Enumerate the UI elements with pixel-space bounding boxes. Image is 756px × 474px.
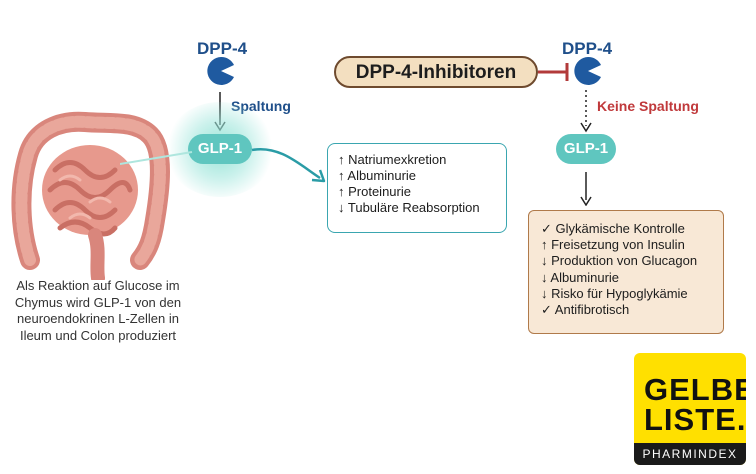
logo-line1: GELBE [644, 372, 746, 407]
logo-subline: PHARMINDEX [634, 443, 746, 465]
caption-line: Chymus wird GLP-1 von den [14, 294, 182, 310]
caption-line: neuroendokrinen L-Zellen in [17, 311, 179, 326]
renal-effects-box: ↑ Natriumexkretion ↑ Albuminurie ↑ Prote… [327, 143, 507, 233]
caption-line: Als Reaktion auf Glucose im [16, 278, 180, 293]
intestine-caption: Als Reaktion auf Glucose im Chymus wird … [0, 278, 196, 344]
benefit-item: ↓ Produktion von Glucagon [541, 253, 698, 269]
no-cleavage-label: Keine Spaltung [597, 98, 699, 114]
benefit-item: ↓ Albuminurie [541, 269, 620, 285]
benefit-item: ✓ Antifibrotisch [541, 302, 630, 318]
inhibition-bar [538, 63, 569, 81]
dpp4-inhibitors-label: DPP-4-Inhibitoren [334, 56, 538, 88]
effect-item: ↑ Natriumexkretion [338, 152, 447, 167]
glp1-to-effects-arrow [251, 147, 326, 183]
clinical-benefits-box: ✓ Glykämische Kontrolle ↑ Freisetzung vo… [528, 210, 724, 334]
benefit-item: ↑ Freisetzung von Insulin [541, 237, 685, 253]
right-dotted-arrow [580, 90, 592, 133]
benefit-item: ↓ Risko für Hypoglykämie [541, 285, 688, 301]
right-down-arrow [580, 172, 592, 206]
logo-line2: LISTE. [644, 402, 746, 437]
right-glp1-pill: GLP-1 [556, 134, 616, 164]
rectum-shape [88, 228, 105, 280]
intestine-to-glp1-line [120, 151, 193, 165]
gelbe-liste-logo: GELBE LISTE. PHARMINDEX [634, 353, 746, 465]
left-glp1-pill: GLP-1 [188, 134, 252, 164]
intestine-illustration [11, 111, 170, 280]
left-dpp4-label: DPP-4 [197, 39, 248, 58]
left-dpp4-enzyme-icon [207, 56, 234, 85]
benefit-item: ✓ Glykämische Kontrolle [541, 221, 685, 236]
effect-item: ↓ Tubuläre Reabsorption [338, 200, 480, 215]
caption-line: Ileum und Colon produziert [19, 327, 177, 343]
effect-item: ↑ Proteinurie [338, 184, 411, 199]
right-dpp4-enzyme-icon [574, 56, 601, 85]
effect-item: ↑ Albuminurie [338, 168, 417, 183]
right-dpp4-label: DPP-4 [562, 39, 613, 58]
